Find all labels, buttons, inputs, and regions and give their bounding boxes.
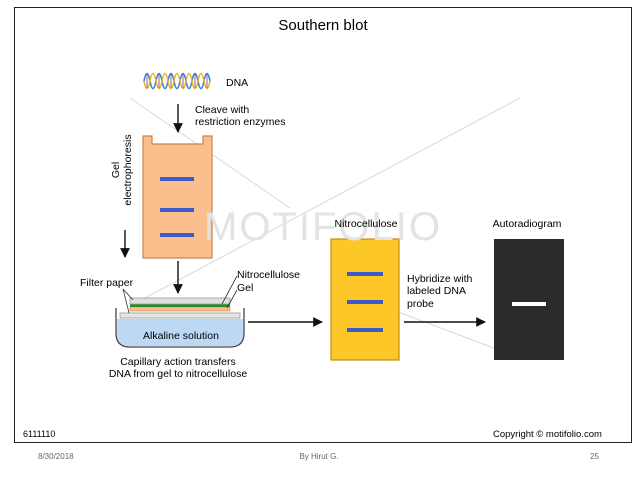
- diagram-title: Southern blot: [278, 17, 368, 34]
- dna-helix-icon: [143, 72, 211, 90]
- footer-author: By Hirut G.: [299, 452, 339, 461]
- autoradiogram-band: [512, 302, 546, 306]
- gel-band: [160, 233, 194, 237]
- capillary-action-label: Capillary action transfers DNA from gel …: [108, 356, 248, 381]
- gel-band: [160, 208, 194, 212]
- gel-electrophoresis-label: Gel electrophoresis: [110, 134, 135, 206]
- nitrocellulose-small-label: Nitrocellulose: [237, 269, 301, 281]
- filter-paper-label: Filter paper: [80, 277, 134, 289]
- autoradiogram-film: [494, 239, 564, 360]
- alkaline-solution: [117, 319, 243, 346]
- cleave-label: Cleave with restriction enzymes: [195, 104, 286, 129]
- nitro-band: [347, 328, 383, 332]
- filter-paper-pointer: [122, 288, 130, 314]
- alkaline-solution-label: Alkaline solution: [143, 330, 219, 342]
- filter-paper-top: [129, 297, 231, 305]
- filter-paper-pointer: [122, 288, 134, 301]
- hybridize-label: Hybridize with labeled DNA probe: [407, 273, 473, 310]
- gel-layer: [129, 306, 231, 312]
- blot-tray: [115, 308, 245, 348]
- footer-page-number: 25: [590, 452, 599, 461]
- figure-code: 6111110: [23, 429, 56, 439]
- gel-pointer: [226, 289, 238, 309]
- gel-small-label: Gel: [237, 282, 254, 294]
- watermark-text: MOTIFOLIO: [204, 205, 442, 249]
- nitrocellulose-layer: [130, 304, 230, 307]
- dna-label: DNA: [226, 77, 249, 89]
- nitrocellulose-pointer: [221, 275, 238, 305]
- nitro-band: [347, 272, 383, 276]
- diagram-canvas: [115, 72, 564, 361]
- autoradiogram-label: Autoradiogram: [492, 218, 562, 230]
- nitrocellulose-sheet: [330, 238, 400, 361]
- nitro-band: [347, 300, 383, 304]
- footer-date: 8/30/2018: [38, 452, 74, 461]
- gel-band: [160, 177, 194, 181]
- copyright-notice: Copyright © motifolio.com: [493, 429, 602, 440]
- electrophoresis-gel: [142, 135, 213, 259]
- nitrocellulose-label: Nitrocellulose: [334, 218, 398, 230]
- slide-frame: MOTIFOLIO Southern blot DNA Cleave with …: [14, 7, 632, 443]
- filter-paper-bottom: [119, 312, 241, 319]
